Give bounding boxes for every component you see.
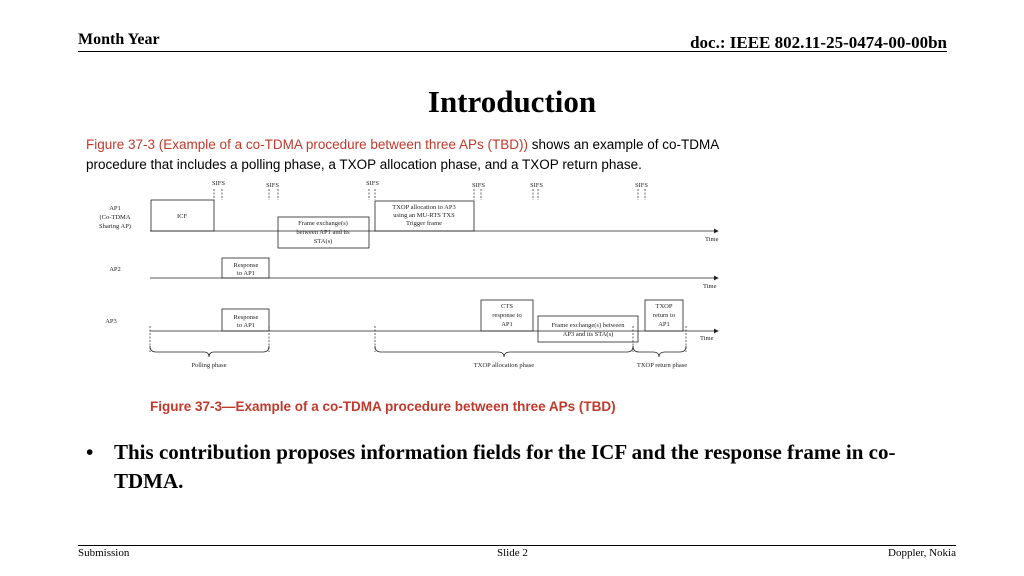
svg-text:AP3 and its STA(s): AP3 and its STA(s)	[563, 331, 614, 338]
footer-author: Doppler, Nokia	[888, 547, 956, 559]
svg-text:TXOP: TXOP	[656, 303, 673, 310]
svg-text:SIFS: SIFS	[472, 182, 485, 189]
svg-text:Response: Response	[234, 262, 259, 269]
svg-text:SIFS: SIFS	[212, 180, 225, 187]
polling-phase-brace	[149, 345, 270, 358]
svg-text:Time: Time	[703, 283, 717, 290]
txop-return-phase-brace	[632, 345, 687, 358]
svg-text:CTS: CTS	[501, 303, 513, 310]
figure-reference: Figure 37-3 (Example of a co-TDMA proced…	[86, 137, 528, 152]
svg-text:SIFS: SIFS	[366, 180, 379, 187]
intro-text: shows an example of co-TDMA procedure th…	[86, 137, 719, 172]
svg-text:SIFS: SIFS	[635, 182, 648, 189]
svg-text:Time: Time	[700, 335, 714, 342]
svg-text:return to: return to	[653, 312, 675, 319]
txop-allocation-phase-brace	[374, 345, 634, 358]
bullet-icon: •	[86, 440, 94, 464]
header-date: Month Year	[78, 31, 160, 48]
footer-slide-number: Slide 2	[497, 547, 528, 559]
slide-title: Introduction	[427, 84, 597, 119]
svg-text:between AP1 and its: between AP1 and its	[296, 229, 350, 236]
icf-box	[150, 199, 215, 232]
co-tdma-diagram: SIFS SIFS SIFS SIFS SIFS SIFS AP1 (Co-TD…	[78, 176, 738, 372]
svg-text:Trigger frame: Trigger frame	[406, 220, 442, 227]
frame-exchange-ap1-box	[277, 216, 370, 249]
header-rule	[78, 51, 947, 52]
bullet-text: This contribution proposes information f…	[114, 440, 896, 493]
svg-text:to AP1: to AP1	[237, 270, 255, 277]
svg-text:(Co-TDMA: (Co-TDMA	[99, 214, 130, 221]
response-ap2-box	[221, 257, 270, 279]
bullet-item: • This contribution proposes information…	[86, 438, 956, 496]
ap1-label: AP1	[109, 205, 121, 212]
footer-rule	[78, 545, 956, 546]
svg-text:Time: Time	[705, 236, 719, 243]
svg-text:AP1: AP1	[658, 321, 670, 328]
svg-text:Frame exchange(s): Frame exchange(s)	[298, 220, 348, 227]
response-ap3-box	[221, 308, 270, 332]
figure-caption: Figure 37-3—Example of a co-TDMA procedu…	[150, 399, 616, 414]
svg-text:SIFS: SIFS	[266, 182, 279, 189]
svg-text:TXOP return phase: TXOP return phase	[637, 362, 687, 369]
cts-box	[480, 299, 534, 332]
intro-paragraph: Figure 37-3 (Example of a co-TDMA proced…	[86, 135, 746, 175]
svg-text:using an MU-RTS TXS: using an MU-RTS TXS	[393, 212, 455, 219]
svg-text:SIFS: SIFS	[530, 182, 543, 189]
svg-text:Sharing AP): Sharing AP)	[99, 223, 131, 230]
svg-text:to AP1: to AP1	[237, 322, 255, 329]
footer-submission: Submission	[78, 547, 130, 559]
svg-text:ICF: ICF	[177, 213, 188, 220]
svg-text:Response: Response	[234, 314, 259, 321]
svg-text:Polling phase: Polling phase	[191, 362, 226, 369]
svg-text:TXOP allocation to AP3: TXOP allocation to AP3	[392, 204, 456, 211]
header-doc-id: doc.: IEEE 802.11-25-0474-00-00bn	[690, 33, 947, 52]
svg-text:Frame exchange(s) between: Frame exchange(s) between	[552, 322, 626, 329]
svg-text:TXOP allocation phase: TXOP allocation phase	[474, 362, 535, 369]
frame-exchange-ap3-box	[537, 315, 639, 343]
svg-text:STA(s): STA(s)	[314, 238, 333, 245]
ap2-label: AP2	[109, 266, 121, 273]
txop-return-box	[644, 299, 684, 332]
ap3-label: AP3	[105, 318, 117, 325]
svg-text:AP1: AP1	[501, 321, 513, 328]
txop-alloc-box	[374, 200, 475, 232]
svg-text:response to: response to	[492, 312, 521, 319]
